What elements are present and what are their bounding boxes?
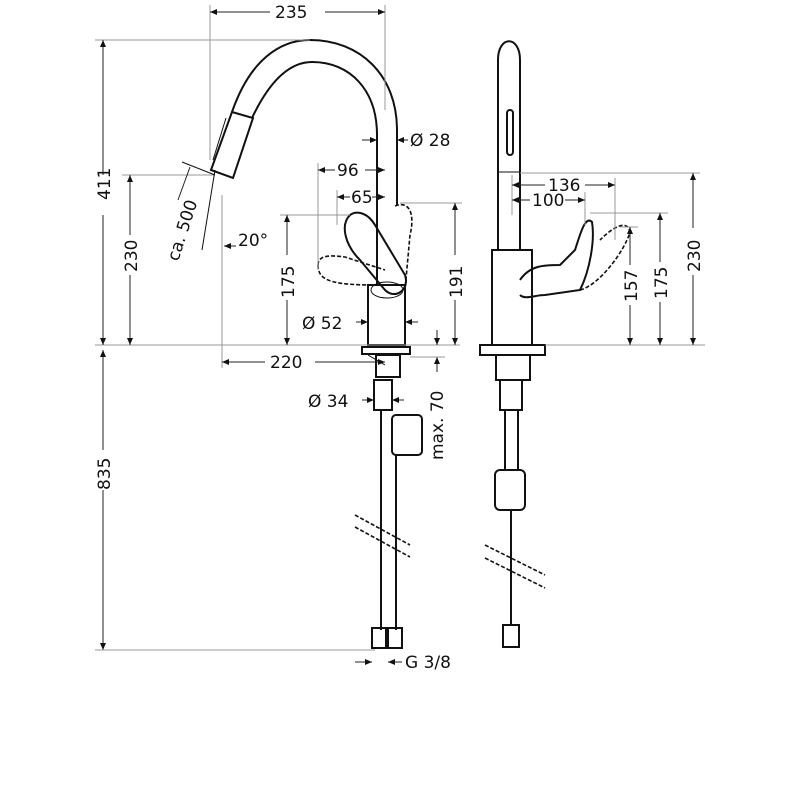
dim-191: 191 [447,266,467,298]
front-shank [499,379,523,411]
lever-handle [343,211,407,295]
lever-open-position [317,203,413,291]
front-spout [497,40,521,250]
dim-411: 411 [95,168,115,200]
dim-175: 175 [279,266,299,298]
spout-outer [231,38,398,205]
dim-230: 230 [122,240,142,272]
dim-65: 65 [351,188,373,208]
dim-96: 96 [337,161,359,181]
front-view-faucet [479,40,631,648]
dim-angle-20: 20° [238,231,268,251]
break-lines [354,514,411,558]
cartridge-box [391,414,423,456]
front-cartridge-box [494,469,526,511]
dim-hole-diameter: Ø 34 [308,392,348,412]
dim-835: 835 [95,458,115,490]
dim-157: 157 [622,270,642,302]
front-base-plate [479,344,546,356]
dim-235: 235 [275,3,307,23]
dim-230-front: 230 [685,240,705,272]
front-view-dimensions: 136 100 157 175 230 [511,172,705,346]
mounting-shank [373,379,393,411]
spray-button [506,109,514,156]
front-lever [519,219,594,299]
side-view-dimensions: 235 411 230 835 ca. 500 20° 220 Ø 28 96 [95,3,467,673]
dim-connection-g38: G 3/8 [405,653,451,673]
front-thread [495,354,531,381]
hose-connector-left [371,627,387,649]
dim-hose-ca-500: ca. 500 [164,197,202,263]
dim-175-front: 175 [652,267,672,299]
front-break-lines [484,544,546,589]
base-plate [361,346,411,355]
dim-220: 220 [270,353,302,373]
spout-inner [251,60,378,285]
dim-spout-diameter: Ø 28 [410,131,450,151]
front-hose-connector [502,624,520,648]
thread [375,354,401,378]
side-view-faucet [209,38,423,649]
spray-head [209,110,255,180]
dim-100: 100 [532,191,564,211]
hose-connector-right [387,627,403,649]
dim-136: 136 [548,176,580,196]
dim-max-70: max. 70 [428,391,448,460]
dim-body-diameter: Ø 52 [302,314,342,334]
